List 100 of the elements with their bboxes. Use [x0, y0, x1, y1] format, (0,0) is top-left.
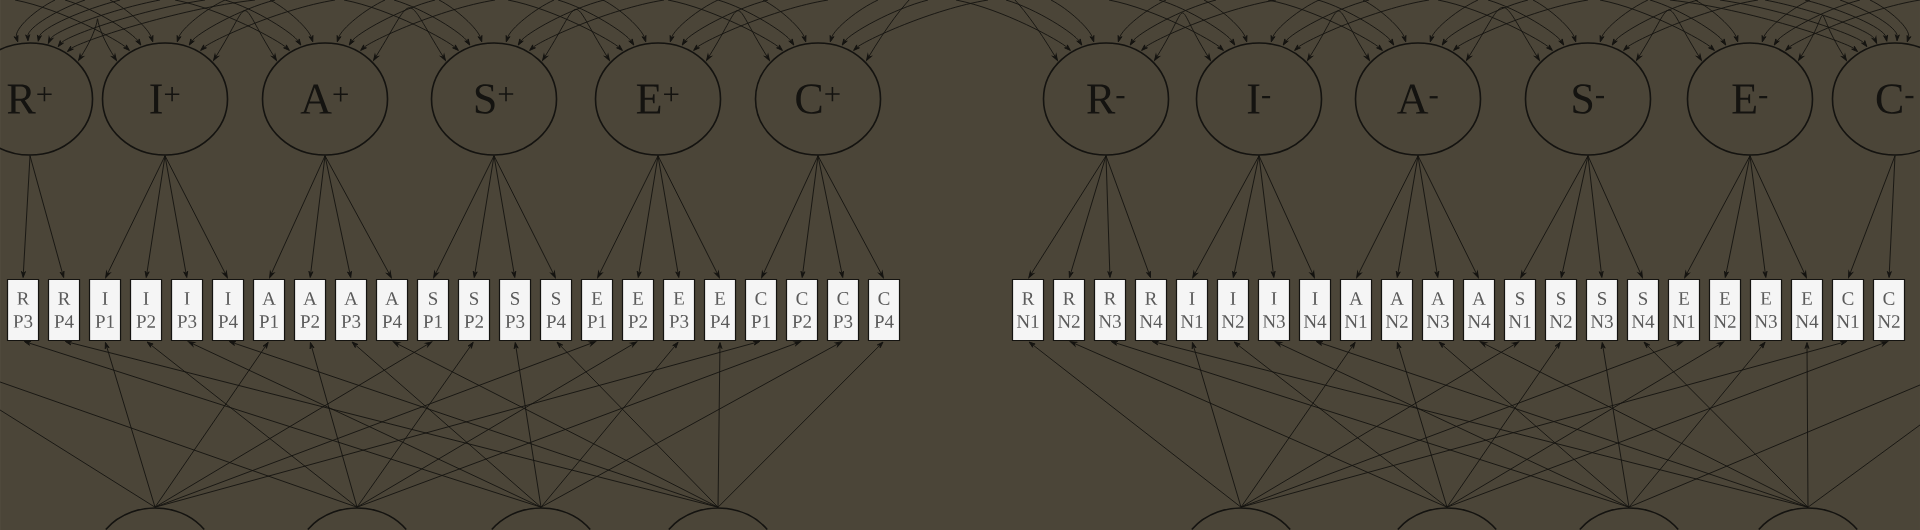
arrow [1317, 0, 1395, 46]
arrow [1438, 341, 1630, 508]
arrow [1028, 341, 1242, 508]
arrow [762, 0, 807, 43]
arrow [37, 0, 121, 42]
arrow [1839, 0, 1900, 42]
arrow [1050, 0, 1095, 43]
item-box: A N3 [1421, 278, 1455, 342]
arrow [1158, 0, 1236, 46]
arrow [1446, 341, 1889, 508]
item-box: A N4 [1462, 278, 1496, 342]
arrow [105, 155, 166, 279]
arrow [269, 0, 314, 43]
arrow [176, 0, 226, 43]
arrow [1453, 0, 1589, 51]
arrow [438, 0, 483, 43]
arrow [667, 0, 783, 51]
arrow [1108, 0, 1224, 51]
arrow [507, 0, 623, 51]
item-box: S P3 [498, 278, 532, 342]
item-box: S P4 [539, 278, 573, 342]
arrow [393, 0, 471, 46]
arrow [174, 0, 290, 51]
arrow [1294, 0, 1430, 51]
arrow [1804, 0, 1889, 42]
arrow [324, 155, 392, 279]
arrow [1267, 0, 1383, 51]
line [0, 409, 156, 508]
arrow [1886, 155, 1896, 278]
line [1807, 424, 1920, 508]
double-arrow [542, 8, 610, 61]
arrow [517, 0, 605, 46]
arrow [1587, 155, 1604, 278]
circle-node: I$^{-}$ [1195, 42, 1323, 156]
arrow [817, 155, 844, 278]
arrow [493, 155, 517, 278]
item-box: I P3 [170, 278, 204, 342]
arrow [336, 0, 386, 43]
arrow [1258, 155, 1276, 278]
arrow [356, 341, 474, 508]
arrow [1749, 155, 1768, 278]
item-box: R N4 [1134, 278, 1168, 342]
arrow [1105, 155, 1151, 278]
arrow [1719, 0, 1868, 48]
arrow [25, 0, 86, 42]
double-arrow [866, 0, 1058, 61]
arrow [224, 0, 302, 46]
arrow [1441, 0, 1529, 46]
arrow [472, 155, 495, 278]
arrow [1437, 0, 1553, 51]
arrow [540, 341, 679, 508]
arrow [1764, 0, 1878, 44]
double-arrow [1154, 12, 1211, 61]
arrow [955, 0, 1071, 51]
arrow [1232, 155, 1260, 278]
arrow [817, 155, 884, 279]
item-box: E N2 [1708, 278, 1742, 342]
item-box: E P2 [621, 278, 655, 342]
item-box: S P1 [416, 278, 450, 342]
item-box: R N3 [1093, 278, 1127, 342]
arrow [1417, 155, 1479, 279]
arrow [602, 0, 647, 43]
arrow [1117, 0, 1167, 43]
arrow [1203, 0, 1248, 43]
arrow [1599, 0, 1649, 43]
arrow [348, 0, 436, 46]
arrow [1869, 0, 1912, 43]
arrow [1240, 341, 1356, 508]
arrow [1233, 341, 1448, 508]
line [0, 381, 358, 508]
item-box: S N1 [1503, 278, 1537, 342]
arrow [109, 0, 154, 43]
arrow [1395, 155, 1419, 278]
arrow [717, 0, 795, 46]
arrow [761, 155, 819, 279]
arrow [1270, 0, 1320, 43]
double-arrow [213, 10, 277, 61]
arrow [308, 155, 326, 278]
arrow [188, 0, 276, 46]
arrow [1623, 0, 1759, 51]
arrow [1068, 155, 1107, 278]
circle-node: C$^{+}$ [754, 42, 882, 156]
arrow [324, 155, 352, 278]
item-box: I N3 [1257, 278, 1291, 342]
arrow [669, 0, 719, 43]
arrow [1785, 0, 1920, 51]
item-box: R P4 [47, 278, 81, 342]
arrow [356, 341, 802, 508]
arrow [681, 0, 769, 46]
arrow [1192, 155, 1260, 279]
arrow [1599, 0, 1715, 51]
arrow [1649, 0, 1727, 46]
arrow [1191, 342, 1242, 508]
arrow [829, 0, 879, 43]
arrow [146, 341, 358, 508]
arrow [360, 0, 496, 51]
circle-node: A$^{-}$ [1354, 42, 1482, 156]
arrow [187, 341, 542, 508]
arrow [1560, 155, 1589, 278]
arrow [154, 341, 269, 508]
